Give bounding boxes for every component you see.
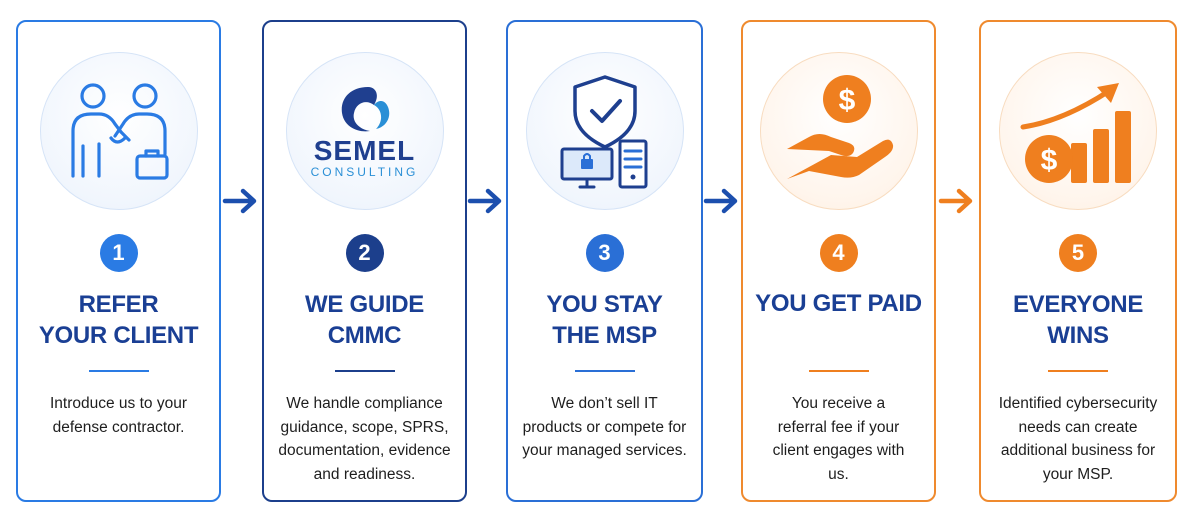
title-line: YOUR CLIENT [38,322,199,349]
title-line: CMMC [327,322,402,349]
svg-text:$: $ [838,84,855,117]
logo-name: SEMEL [313,135,416,166]
step-title: YOU GET PAID [755,288,922,352]
title-line: WE GUIDE [305,291,424,318]
divider [574,370,635,372]
title-line: THE MSP [552,322,657,349]
title-line: REFER [78,291,159,318]
arrow-right-icon [938,188,973,214]
arrow-right-icon [703,188,738,214]
title-line: YOU GET PAID [755,290,922,317]
title-line: EVERYONE [1012,291,1144,318]
step-card-3: 3 YOU STAY THE MSP We don’t sell IT prod… [506,20,703,502]
title-line: WINS [1047,322,1109,349]
step-card-5: $ 5 EVERYONE WINS Identified cybersecuri… [979,20,1177,502]
step-number: 3 [585,234,624,272]
swirl-logo-icon [342,87,390,132]
logo-subtitle: CONSULTING [310,165,419,179]
divider [1048,370,1108,372]
arrow-right-icon [467,188,502,214]
divider [334,370,395,372]
title-line: YOU STAY [546,291,663,318]
divider [808,370,869,372]
step-number: 1 [99,234,138,272]
icon-circle: $ [999,52,1157,210]
icon-circle: $ [759,52,918,210]
icon-circle [525,52,684,210]
dollar-hand-icon: $ [786,75,893,179]
arrow-right-icon [222,188,257,214]
shield-computer-icon [560,75,647,189]
divider [88,370,149,372]
step-card-2: SEMEL CONSULTING 2 WE GUIDE CMMC We hand… [262,20,467,502]
handshake-icon [70,83,169,180]
step-number: 4 [819,234,858,272]
step-card-4: $ 4 YOU GET PAID You receive a referral … [741,20,936,502]
growth-chart-icon: $ [1020,83,1131,183]
svg-text:$: $ [1041,144,1058,177]
step-description: We handle compliance guidance, scope, SP… [278,395,451,483]
icon-circle: SEMEL CONSULTING [285,52,444,210]
step-title: YOU STAY THE MSP [546,288,663,352]
step-number: 5 [1059,234,1097,272]
icon-circle [39,52,198,210]
step-description: We don’t sell IT products or compete for… [522,395,687,459]
step-number: 2 [345,234,384,272]
step-description: Introduce us to your defense contractor. [50,395,187,436]
step-title: REFER YOUR CLIENT [38,288,199,352]
step-title: EVERYONE WINS [1013,288,1143,352]
step-description: Identified cybersecurity needs can creat… [998,395,1158,483]
semel-consulting-logo: SEMEL CONSULTING [311,83,419,179]
step-card-1: 1 REFER YOUR CLIENT Introduce us to your… [16,20,221,502]
step-title: WE GUIDE CMMC [305,288,424,352]
step-description: You receive a referral fee if your clien… [772,395,905,483]
